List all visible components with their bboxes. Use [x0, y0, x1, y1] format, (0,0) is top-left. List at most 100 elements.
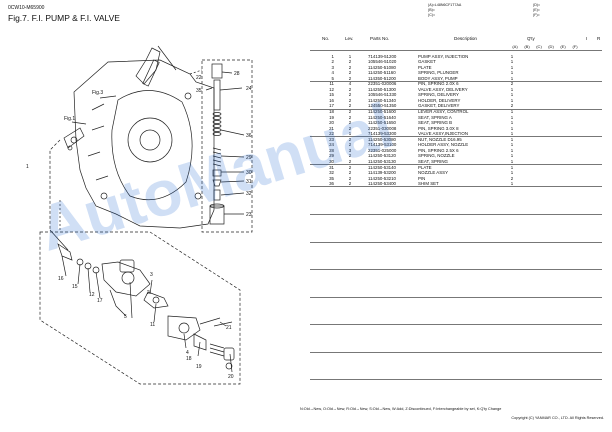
part-quantity: 1: [510, 142, 514, 148]
callout-20: 20: [228, 374, 234, 380]
part-number: 114250-53120: [368, 153, 396, 159]
part-number: 114350-51200: [368, 75, 396, 81]
part-level: 2: [348, 103, 352, 109]
part-quantity: 1: [510, 136, 514, 142]
part-description: VALVE ASSY, DELIVERY: [418, 86, 468, 92]
part-level: 2: [348, 120, 352, 126]
part-quantity: 1: [510, 86, 514, 92]
model-meta-right: (D)= (E)= (F)=: [533, 3, 540, 19]
part-description: SEAT, SPRING B: [418, 120, 453, 126]
col-header-no: No.: [322, 36, 330, 41]
part-description: LEVER ASSY, CONTROL: [418, 109, 469, 114]
callout-16: 16: [58, 276, 64, 282]
part-description: SPRING, NOZZLE: [418, 153, 455, 159]
part-number: 22351-020006: [368, 81, 397, 87]
meta-a: (A)=L48N6CF1T7AA: [428, 3, 462, 7]
part-description: SPRING, DELIVERY: [418, 92, 459, 98]
part-quantity: 1: [510, 92, 514, 98]
callout-11: 11: [150, 322, 155, 328]
row-group-rule: [310, 186, 602, 188]
callout-36: 36: [246, 133, 252, 139]
part-description: BODY ASSY, PUMP: [418, 75, 458, 81]
part-no-index: 17: [329, 103, 334, 109]
part-description: GASKET, DELIVERY: [418, 103, 460, 109]
empty-rule: [310, 379, 602, 381]
change-legend: N:Old→New, O:Old→New, R:Old→New, S:Old→N…: [300, 407, 502, 411]
callout-4: 4: [186, 350, 189, 356]
callout-21: 21: [226, 325, 232, 331]
part-quantity: 1: [510, 153, 514, 159]
part-level: 1: [348, 131, 352, 137]
part-no-index: 32: [329, 170, 334, 176]
part-quantity: 1: [510, 53, 514, 59]
callout-1: 1: [26, 164, 29, 170]
part-no-index: 23: [329, 136, 334, 142]
part-number: 114250-53080: [368, 136, 396, 142]
nozzle-spring: [212, 147, 222, 167]
part-number: 114139-53200: [368, 170, 396, 176]
callout-31: 31: [246, 179, 252, 185]
part-number: 714139-53300: [368, 131, 397, 137]
part-level: 2: [348, 125, 352, 131]
part-number: 114250-51340: [368, 97, 396, 103]
col-header-lev: Lev.: [345, 36, 354, 41]
empty-rule: [310, 351, 602, 353]
part-number: 114250-53140: [368, 164, 396, 170]
part-level: 2: [348, 64, 352, 70]
row-group-rule: [310, 80, 602, 82]
part-no-index: 28: [329, 147, 334, 153]
part-description: PIN: [418, 175, 426, 181]
part-number: 105546-51330: [368, 92, 397, 98]
part-quantity: 1: [510, 158, 514, 164]
part-no-index: 16: [329, 97, 334, 103]
meta-d: (D)=: [533, 3, 541, 7]
model-code: 0CW10-M65900: [8, 5, 45, 11]
callout-28: 28: [234, 71, 240, 77]
part-level: 2: [348, 109, 352, 114]
part-no-index: 18: [329, 109, 334, 114]
part-quantity: 1: [510, 120, 514, 126]
part-description: SHIM SET: [418, 181, 439, 187]
part-description: GASKET: [418, 59, 436, 65]
qty-col-c: (C): [536, 44, 542, 49]
part-quantity: 1: [510, 170, 514, 176]
part-no-index: 36: [329, 181, 334, 187]
part-level: 2: [348, 114, 352, 120]
part-no-index: 29: [329, 153, 334, 159]
meta-e: (E)=: [533, 8, 540, 13]
part-number: 114250-51160: [368, 70, 396, 76]
part-level: 2: [348, 181, 352, 187]
part-description: SEAT, SPRING A: [418, 114, 452, 120]
part-no-index: 19: [329, 114, 334, 120]
empty-rule: [310, 269, 602, 271]
part-number: 22351-030008: [368, 125, 397, 131]
part-level: 4: [348, 81, 352, 87]
part-no-index: 30: [329, 158, 334, 164]
part-number: 124550-51350: [368, 103, 397, 109]
part-level: 2: [348, 175, 352, 181]
callout-15: 15: [72, 284, 78, 290]
table-row: 29 2 114250-53120 SPRING, NOZZLE 1: [310, 153, 610, 158]
qty-col-f: (F): [572, 44, 578, 49]
part-quantity: 1: [510, 64, 514, 70]
part-number: 114250-53400: [368, 181, 396, 187]
part-description: SEAT, SPRING: [418, 158, 448, 164]
part-no-index: 4: [331, 70, 334, 76]
callout-24: 24: [246, 86, 252, 92]
part-level: 2: [348, 153, 352, 159]
callout-35: 35: [196, 88, 202, 94]
col-header-qty: Q'ty: [527, 36, 535, 41]
part-no-index: 1: [331, 53, 334, 59]
part-number: 114250-53210: [368, 175, 396, 181]
part-description: HOLDER, DELIVERY: [418, 97, 461, 103]
